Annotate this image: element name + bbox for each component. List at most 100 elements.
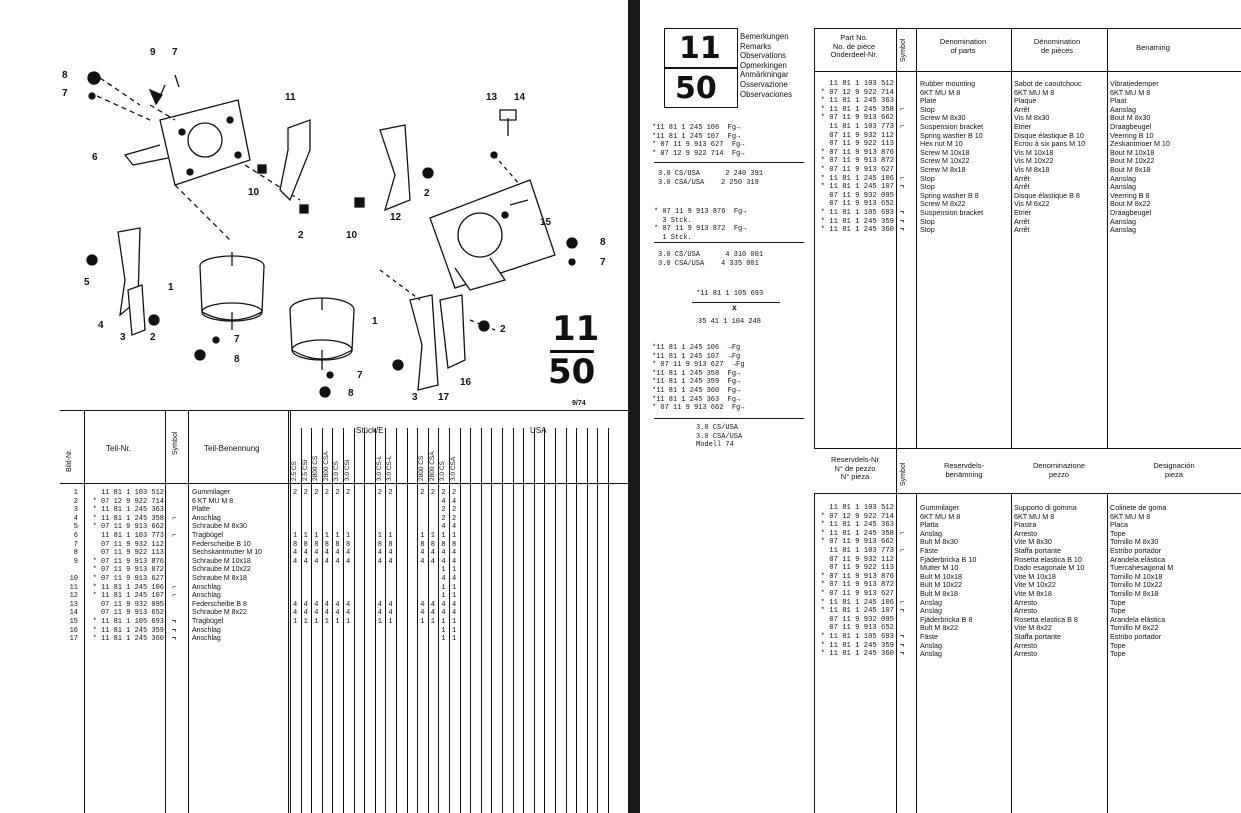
row-qty: 1 bbox=[430, 618, 435, 626]
row-qty: 4 bbox=[452, 557, 457, 566]
row-qty: 4 bbox=[452, 609, 457, 618]
model-column-label: 2800 CSA bbox=[322, 451, 330, 481]
row-benennung: Sechskantmutter M 10 bbox=[192, 549, 263, 557]
callout-8b: 8 bbox=[600, 237, 606, 248]
row-qty: 1 bbox=[441, 635, 446, 644]
row-teil-nr: * 11 81 1 245 363 bbox=[92, 506, 164, 515]
callout-8c: 8 bbox=[234, 354, 240, 365]
qty-column-rule bbox=[459, 428, 461, 813]
row-qty: 4 bbox=[293, 609, 298, 618]
row-qty: 2 bbox=[452, 489, 457, 497]
group-number-top: 11 bbox=[552, 309, 600, 349]
row-benennung: Schraube M 10x22 bbox=[192, 566, 251, 574]
row-qty: 4 bbox=[452, 600, 457, 609]
callout-4: 4 bbox=[98, 320, 104, 331]
header-bottom-vrules bbox=[896, 448, 897, 494]
symbol-header: Symbol bbox=[172, 431, 179, 455]
row-qty: 4 bbox=[303, 549, 308, 558]
row-teil-nr: * 07 11 9 913 876 bbox=[92, 557, 164, 566]
row-benennung: Anschlag bbox=[192, 583, 221, 591]
row-qty: 4 bbox=[377, 549, 382, 558]
row-qty: 4 bbox=[335, 549, 340, 558]
row-teil-nr: 07 11 9 932 112 bbox=[100, 540, 164, 549]
row-qty: 8 bbox=[420, 540, 425, 549]
remarks-label: Bemerkungen Remarks Observations Opmerki… bbox=[740, 32, 793, 99]
row-qty: 4 bbox=[388, 609, 393, 618]
callout-6: 6 bbox=[92, 152, 98, 163]
row-qty: 4 bbox=[430, 600, 435, 609]
remarks-block-7: 35 41 1 104 248 bbox=[698, 318, 762, 326]
remarks-block-2: 3.0 CS/USA 2 240 391 3.0 CSA/USA 2 250 3… bbox=[658, 170, 764, 187]
row-benennung: Anschlag bbox=[192, 514, 221, 522]
row-qty: 1 bbox=[303, 532, 308, 540]
row-qty: 4 bbox=[335, 557, 340, 566]
row-teil-nr: * 07 11 9 913 627 bbox=[92, 575, 164, 583]
row-bild-nr: 12 bbox=[69, 592, 78, 601]
symbol-list-top: ⌐ ⌐ ⌐ ¬ ¬ ¬ ¬ bbox=[900, 105, 905, 235]
remarks-brace-3 bbox=[692, 302, 780, 303]
qty-column-rule bbox=[438, 428, 440, 813]
column-rule bbox=[188, 410, 189, 813]
row-bild-nr: 16 bbox=[69, 626, 78, 635]
row-qty: 2 bbox=[441, 506, 446, 515]
callout-9: 9 bbox=[150, 47, 156, 58]
row-bild-nr: 9 bbox=[73, 557, 78, 566]
qty-column-rule bbox=[374, 428, 376, 813]
row-qty: 4 bbox=[441, 575, 446, 583]
symbol-list-bottom: ⌐ ⌐ ⌐ ¬ ¬ ¬ ¬ bbox=[900, 529, 905, 659]
row-qty: 4 bbox=[314, 557, 319, 566]
row-qty: 4 bbox=[388, 557, 393, 566]
qty-column-rule bbox=[523, 428, 525, 813]
row-qty: 4 bbox=[452, 497, 457, 506]
row-qty: 2 bbox=[335, 489, 340, 497]
row-benennung: Federscheibe B 8 bbox=[192, 600, 247, 608]
table-header-rule bbox=[60, 483, 628, 484]
row-qty: 4 bbox=[324, 609, 329, 618]
row-qty: 1 bbox=[346, 532, 351, 540]
row-qty: 4 bbox=[430, 557, 435, 566]
callout-2a: 2 bbox=[298, 230, 304, 241]
qty-column-rule bbox=[385, 428, 387, 813]
partno-list-top: 11 81 1 103 512 * 07 12 9 922 714 * 11 8… bbox=[820, 80, 894, 235]
callout-7c: 7 bbox=[600, 257, 606, 268]
row-teil-nr: * 11 81 1 245 106 bbox=[92, 583, 164, 592]
callout-12: 12 bbox=[390, 212, 402, 223]
row-qty: 4 bbox=[430, 609, 435, 618]
denom-en-list: Rubber mounting 6KT MU M 8 Plate Stop Sc… bbox=[920, 79, 984, 235]
row-bild-nr: 14 bbox=[69, 609, 78, 618]
row-symbol: ⌐ bbox=[172, 532, 177, 540]
group-divider bbox=[550, 350, 594, 353]
qty-column-rule bbox=[449, 428, 450, 813]
top-table-vrule-2 bbox=[896, 28, 897, 813]
row-qty: 1 bbox=[303, 618, 308, 626]
row-qty: 1 bbox=[388, 618, 393, 626]
row-qty: 4 bbox=[441, 497, 446, 506]
remarks-brace-1 bbox=[654, 162, 804, 163]
qty-column-rule bbox=[396, 428, 397, 813]
row-bild-nr: 3 bbox=[73, 506, 78, 515]
row-qty: 4 bbox=[441, 609, 446, 618]
row-qty: 1 bbox=[452, 626, 457, 635]
qty-column-rule bbox=[290, 410, 291, 813]
model-column-label: 3.0 CSi bbox=[344, 459, 351, 481]
row-qty: 1 bbox=[452, 583, 457, 592]
remarks-brace-4 bbox=[654, 418, 804, 419]
qty-column-rule bbox=[597, 428, 599, 813]
row-qty: 1 bbox=[293, 618, 298, 626]
group-number-bottom: 50 bbox=[548, 352, 596, 392]
callout-7d: 7 bbox=[234, 334, 240, 345]
row-qty: 2 bbox=[293, 489, 298, 497]
row-qty: 1 bbox=[452, 566, 457, 575]
callout-3b: 3 bbox=[412, 392, 418, 403]
qty-column-rule bbox=[406, 428, 408, 813]
row-teil-nr: * 07 11 9 913 662 bbox=[92, 523, 164, 532]
stueck-header: Stück/E bbox=[356, 426, 384, 435]
column-rule bbox=[288, 410, 289, 813]
benennung-header: Teil-Benennung bbox=[204, 444, 260, 453]
row-qty: 1 bbox=[335, 532, 340, 540]
model-column-label: 3.0 CS bbox=[333, 461, 341, 481]
header-bottom-frame bbox=[814, 448, 1241, 494]
callout-7b: 7 bbox=[62, 88, 68, 99]
row-qty: 4 bbox=[388, 600, 393, 609]
row-bild-nr: 4 bbox=[73, 514, 78, 523]
